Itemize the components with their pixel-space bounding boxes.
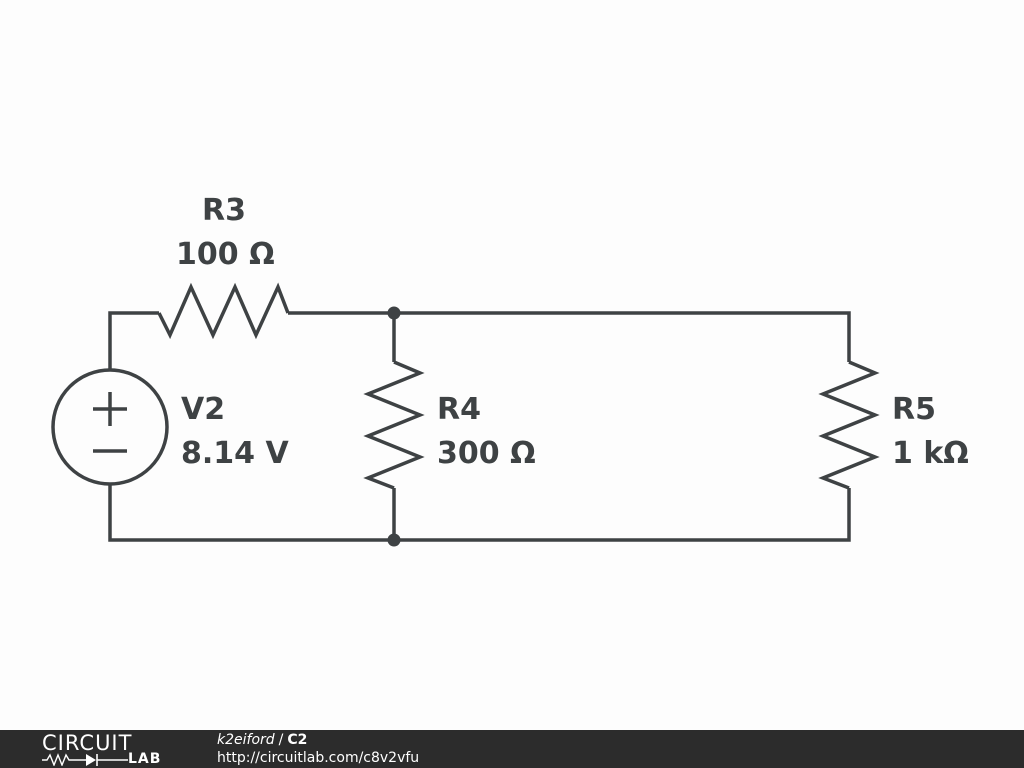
circuit-credit: k2eiford/C2 http://circuitlab.com/c8v2vf… xyxy=(217,731,419,767)
r5-name-label: R5 xyxy=(892,392,936,427)
logo-circuit-text: CIRCUIT xyxy=(42,731,133,755)
wire-bottom xyxy=(108,484,851,542)
voltage-source-v2-symbol[interactable] xyxy=(51,368,169,486)
r3-value-label: 100 Ω xyxy=(176,237,275,272)
v2-value-label: 8.14 V xyxy=(181,436,289,471)
author-link[interactable]: k2eiford xyxy=(217,732,275,748)
logo-lab-text: LAB xyxy=(128,751,162,767)
r4-value-label: 300 Ω xyxy=(437,436,536,471)
resistor-r3-symbol[interactable] xyxy=(157,282,290,340)
circuit-title[interactable]: C2 xyxy=(287,732,308,748)
wires xyxy=(108,311,851,542)
resistor-r5-symbol[interactable] xyxy=(818,360,880,490)
wire-left-top xyxy=(108,311,159,370)
r5-value-label: 1 kΩ xyxy=(892,436,969,471)
circuitlab-logo[interactable]: CIRCUIT LAB xyxy=(42,732,182,768)
logo-resistor-diode-icon xyxy=(42,753,128,766)
junction-node-top xyxy=(387,306,401,320)
footer-bar: CIRCUIT LAB k2eiford/C2 http://circuitla… xyxy=(0,730,1024,768)
resistor-r4-symbol[interactable] xyxy=(363,360,425,490)
circuit-url-link[interactable]: http://circuitlab.com/c8v2vfu xyxy=(217,750,420,766)
schematic-diagram: R3 100 Ω V2 8.14 V R4 300 Ω R5 1 kΩ xyxy=(51,193,969,547)
v2-name-label: V2 xyxy=(181,392,225,427)
junction-node-bottom xyxy=(387,533,401,547)
r4-name-label: R4 xyxy=(437,392,481,427)
source-circle xyxy=(51,368,169,486)
r3-name-label: R3 xyxy=(202,193,246,228)
credit-separator: / xyxy=(278,732,284,748)
wire-top-mid xyxy=(288,311,851,362)
